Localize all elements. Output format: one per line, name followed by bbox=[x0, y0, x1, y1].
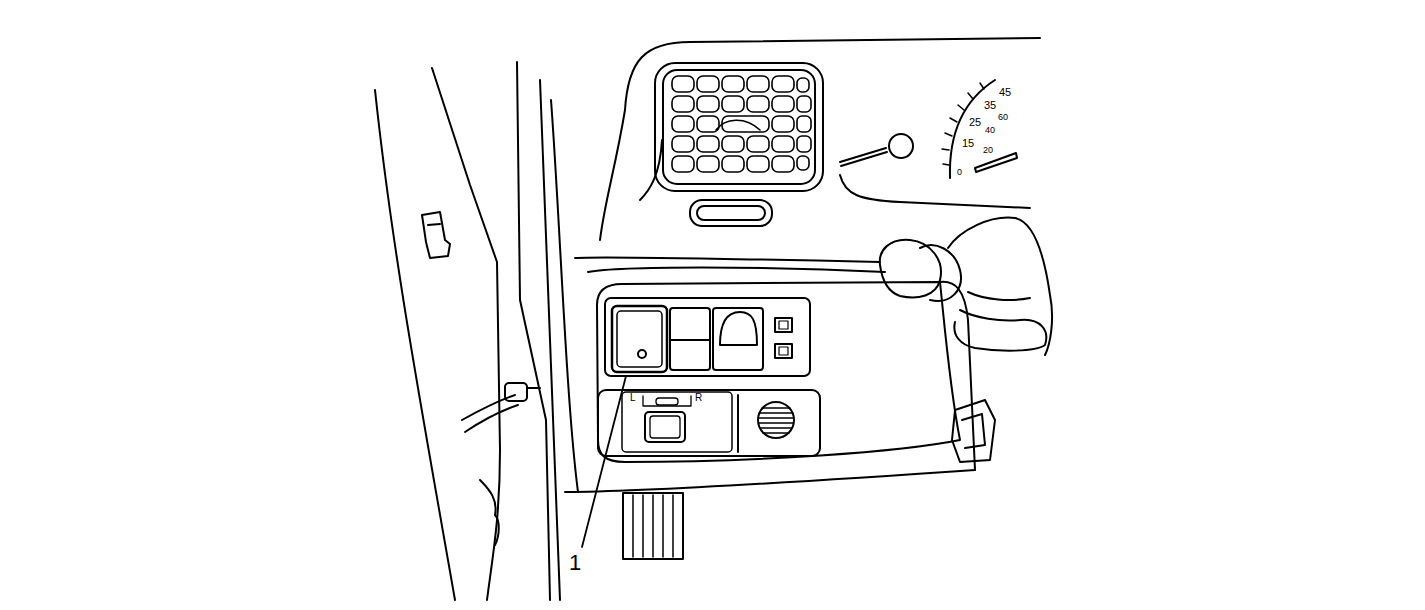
accelerator-pedal bbox=[633, 495, 673, 557]
rocker-switch bbox=[720, 312, 757, 345]
technician-hand bbox=[968, 292, 1030, 300]
door-frame bbox=[432, 68, 500, 600]
dimmer-wheel-ridges bbox=[759, 408, 793, 433]
leader-line bbox=[582, 376, 626, 547]
gauge-number: 0 bbox=[957, 168, 962, 177]
air-vent-grille bbox=[672, 76, 811, 172]
mirror-control bbox=[645, 412, 685, 442]
knee-bracket bbox=[962, 414, 985, 448]
gauge-needle bbox=[840, 148, 887, 166]
pillar-bracket bbox=[480, 480, 499, 545]
gauge-number: 20 bbox=[983, 146, 993, 155]
panel-switch bbox=[670, 339, 710, 341]
indicator-square bbox=[779, 347, 788, 355]
dash-ledge bbox=[588, 268, 885, 273]
rocker-switch bbox=[713, 308, 763, 370]
gauge-number: 40 bbox=[985, 126, 995, 135]
dash-slot bbox=[690, 200, 772, 226]
callout-number: 1 bbox=[569, 552, 581, 574]
indicator-square bbox=[779, 321, 788, 329]
indicator-square bbox=[775, 344, 792, 358]
wire-harness bbox=[465, 405, 518, 432]
gauge-number: 15 bbox=[962, 138, 974, 149]
wire-clip bbox=[527, 387, 540, 389]
door-edge bbox=[375, 90, 455, 600]
gauge-number: 25 bbox=[969, 117, 981, 128]
mirror-selector bbox=[643, 396, 691, 406]
switch-marking: L bbox=[630, 393, 636, 403]
indicator-square bbox=[775, 318, 792, 332]
switch-marking: R bbox=[695, 393, 702, 403]
knee-bracket bbox=[952, 400, 995, 462]
trip-knob bbox=[889, 134, 913, 158]
switch-bezel bbox=[605, 298, 810, 376]
gauge-number: 45 bbox=[999, 87, 1011, 98]
door-latch bbox=[428, 224, 440, 225]
gauge-number: 60 bbox=[998, 113, 1008, 122]
dash-ledge bbox=[575, 257, 880, 262]
dash-top bbox=[600, 38, 1040, 240]
mirror-selector bbox=[656, 398, 678, 405]
pillar-line bbox=[540, 80, 560, 600]
mirror-switch-housing bbox=[622, 392, 732, 452]
technician-hand bbox=[954, 310, 1046, 351]
cluster-edge bbox=[840, 175, 1030, 208]
dash-right-edge bbox=[940, 282, 975, 470]
hazard-indicator bbox=[638, 350, 646, 358]
hazard-switch bbox=[617, 311, 662, 367]
accelerator-pedal bbox=[623, 493, 683, 559]
technician-hand bbox=[948, 218, 1052, 355]
door-latch bbox=[422, 212, 450, 258]
dash-contour bbox=[640, 140, 662, 200]
lower-bezel bbox=[737, 395, 739, 452]
dash-slot bbox=[697, 206, 765, 220]
mirror-control bbox=[650, 416, 680, 438]
gauge-number: 35 bbox=[984, 100, 996, 111]
tool-handle bbox=[880, 240, 941, 298]
tool-handle bbox=[920, 245, 961, 301]
hazard-switch bbox=[612, 306, 667, 372]
wire-clip bbox=[505, 383, 527, 401]
pillar-line bbox=[517, 62, 550, 600]
wire-harness bbox=[462, 395, 515, 420]
dash-side bbox=[551, 100, 578, 492]
panel-switch bbox=[670, 308, 710, 370]
speedometer-ticks bbox=[942, 83, 984, 165]
air-vent-frame bbox=[663, 70, 815, 184]
dimmer-wheel bbox=[758, 402, 794, 438]
lower-bezel bbox=[598, 390, 820, 456]
air-vent-frame bbox=[655, 63, 823, 191]
switch-panel bbox=[597, 282, 960, 462]
speedometer-needle bbox=[975, 153, 1017, 172]
dash-lower-edge bbox=[565, 470, 975, 492]
